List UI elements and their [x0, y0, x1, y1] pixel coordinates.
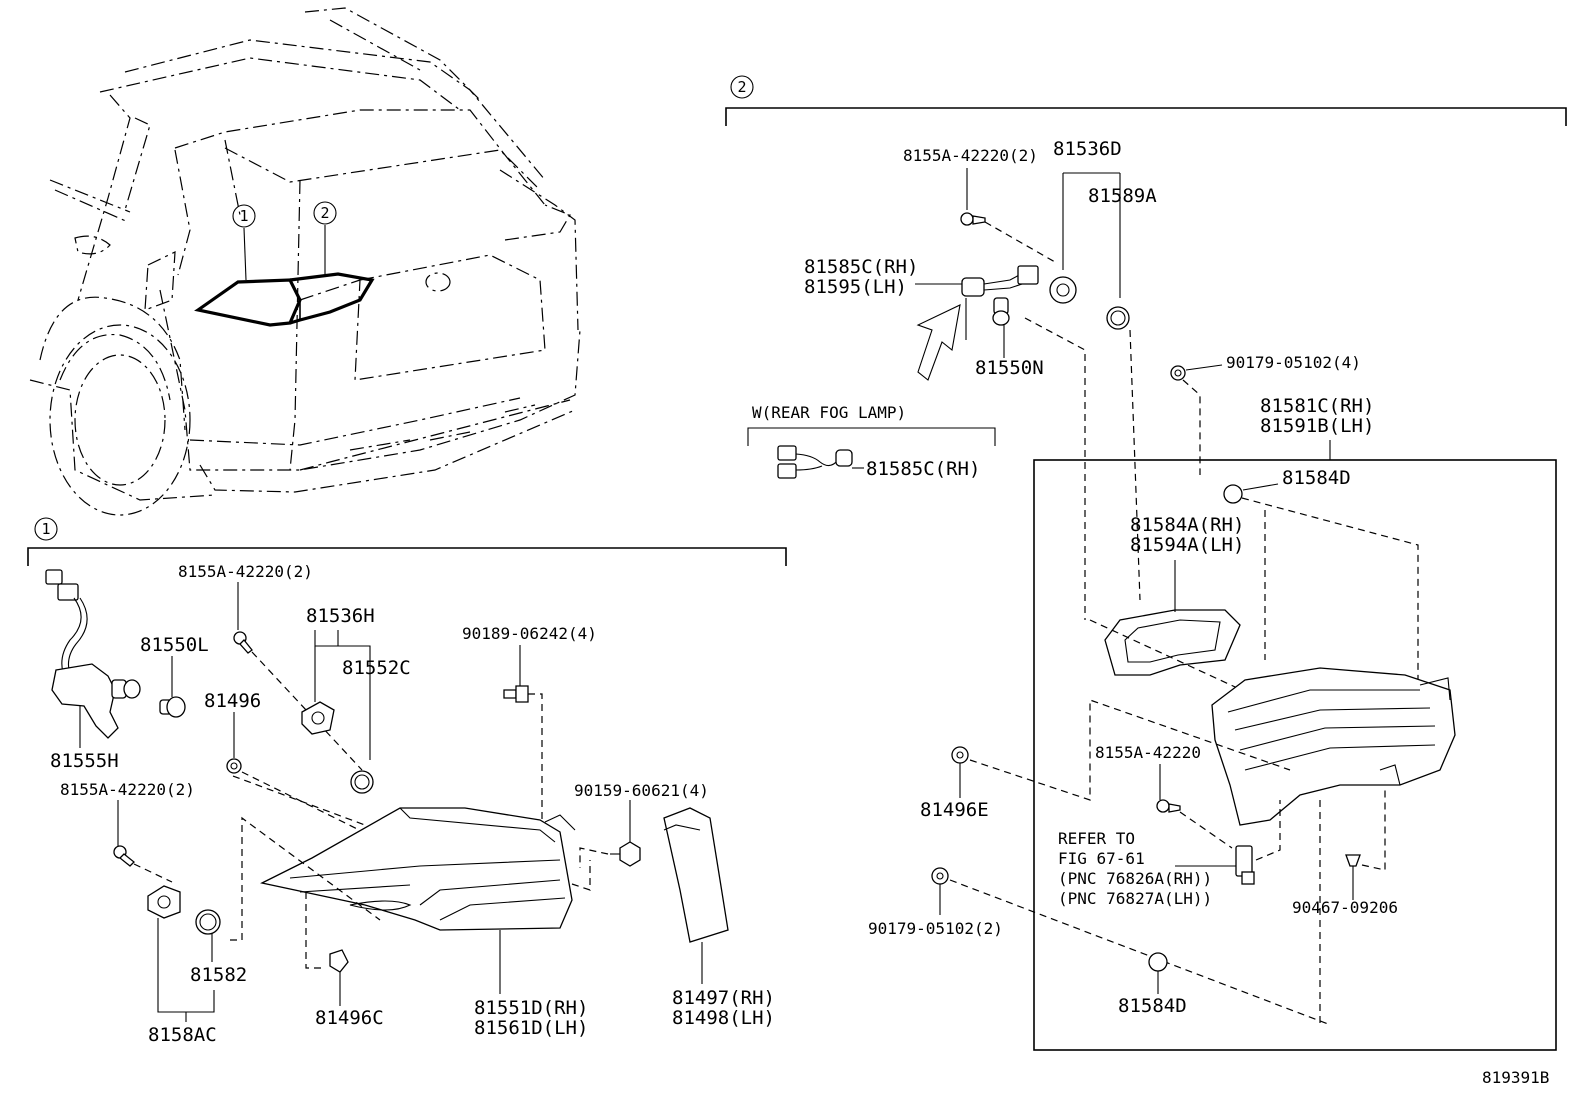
label-81551D-RH: 81551D(RH) — [474, 997, 588, 1019]
nut-icon — [610, 841, 641, 867]
label-90159-60621-4: 90159-60621(4) — [574, 781, 709, 800]
screw-icon — [233, 631, 253, 654]
label-81584A-RH: 81584A(RH) — [1130, 514, 1244, 536]
gasket-ring-icon — [1106, 306, 1130, 330]
refer-line-3: (PNC 76826A(RH)) — [1058, 869, 1212, 888]
label-8155A-42220-s2: 8155A-42220 — [1095, 743, 1201, 762]
label-81496C: 81496C — [315, 1007, 384, 1029]
gasket-ring-icon — [350, 770, 374, 794]
fog-lamp-title: W(REAR FOG LAMP) — [752, 403, 906, 422]
lamp-socket-icon — [1049, 276, 1077, 304]
label-81498-LH: 81498(LH) — [672, 1007, 775, 1029]
screw-icon — [1156, 799, 1181, 813]
label-81584D-top: 81584D — [1282, 467, 1351, 489]
gasket-ring-icon — [195, 909, 221, 935]
label-81496: 81496 — [204, 690, 261, 712]
label-8158AC: 8158AC — [148, 1024, 217, 1046]
diagram-id: 819391B — [1482, 1068, 1549, 1087]
label-81595-LH: 81595(LH) — [804, 276, 907, 298]
socket-wire-icon — [961, 265, 1039, 297]
label-81555H: 81555H — [50, 750, 119, 772]
label-90467-09206: 90467-09206 — [1292, 898, 1398, 917]
label-81550L: 81550L — [140, 634, 209, 656]
label-81536H: 81536H — [306, 605, 375, 627]
label-8155A-42220-2-s1-top: 8155A-42220(2) — [178, 562, 313, 581]
label-81497-RH: 81497(RH) — [672, 987, 775, 1009]
screw-icon — [960, 212, 986, 226]
connector-icon — [1235, 845, 1255, 885]
callout-1-header: 1 — [41, 520, 50, 538]
label-8155A-42220-2-s1-bottom: 8155A-42220(2) — [60, 780, 195, 799]
label-81591B-LH: 81591B(LH) — [1260, 415, 1374, 437]
lamp-socket-icon — [147, 885, 181, 919]
reflector-icon — [663, 807, 729, 943]
label-81552C: 81552C — [342, 657, 411, 679]
lamp-gasket-icon — [1104, 609, 1241, 676]
callout-1-overview: 1 — [239, 207, 248, 225]
refer-line-1: REFER TO — [1058, 829, 1135, 848]
tail-lamp-inner-assembly — [1211, 667, 1456, 826]
refer-line-2: FIG 67-61 — [1058, 849, 1145, 868]
section-1-tail-lamp-outer: 1 8155A-42220(2) 81536H 81552C 81550L 81… — [27, 517, 787, 1046]
label-90189-06242-4: 90189-06242(4) — [462, 624, 597, 643]
label-81589A: 81589A — [1088, 185, 1157, 207]
clip-icon — [1170, 365, 1186, 381]
screw-icon — [503, 685, 529, 703]
label-81594A-LH: 81594A(LH) — [1130, 534, 1244, 556]
label-81536D: 81536D — [1053, 138, 1122, 160]
label-90179-05102-2: 90179-05102(2) — [868, 919, 1003, 938]
nut-icon — [951, 746, 969, 764]
label-81550N: 81550N — [975, 357, 1044, 379]
label-81561D-LH: 81561D(LH) — [474, 1017, 588, 1039]
label-81496E: 81496E — [920, 799, 989, 821]
section-2-tail-lamp-inner: 2 8155A-42220(2) 81536D 81589A 81585C(RH… — [725, 75, 1567, 1051]
tail-lamp-outer-assembly — [260, 807, 576, 931]
vehicle-rear-view: 1 2 — [29, 7, 581, 516]
label-8155A-42220-2-s2: 8155A-42220(2) — [903, 146, 1038, 165]
label-81584D-bottom: 81584D — [1118, 995, 1187, 1017]
clip-icon — [1345, 854, 1361, 878]
callout-2-header: 2 — [737, 78, 746, 96]
bulb-icon — [992, 297, 1010, 326]
clip-icon — [329, 949, 349, 973]
wire-harness-icon — [45, 569, 141, 739]
fog-part-label: 81585C(RH) — [866, 458, 980, 480]
screw-icon — [113, 845, 135, 867]
callout-2-overview: 2 — [320, 204, 329, 222]
bulb-icon — [159, 696, 186, 718]
label-81585C-RH: 81585C(RH) — [804, 256, 918, 278]
label-81582: 81582 — [190, 964, 247, 986]
label-81581C-RH: 81581C(RH) — [1260, 395, 1374, 417]
label-90179-05102-4: 90179-05102(4) — [1226, 353, 1361, 372]
lamp-socket-icon — [301, 701, 335, 735]
refer-line-4: (PNC 76827A(LH)) — [1058, 889, 1212, 908]
fog-wire-harness-icon — [777, 445, 853, 479]
